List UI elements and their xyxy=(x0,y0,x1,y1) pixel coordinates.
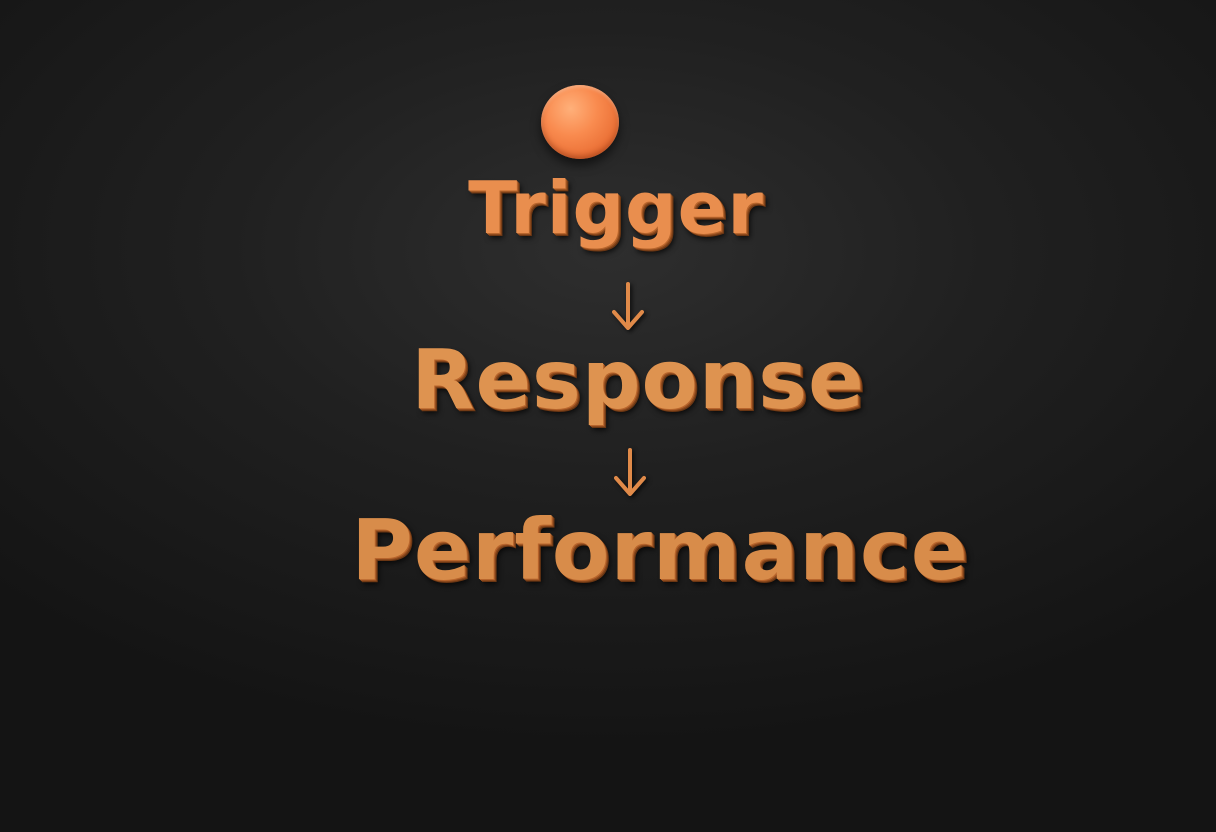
arrow-down-icon xyxy=(608,280,648,336)
node-trigger: Trigger xyxy=(468,166,764,250)
node-response: Response xyxy=(411,333,865,428)
arrow-down-icon xyxy=(610,446,650,502)
node-performance: Performance xyxy=(351,501,969,599)
orange-circle-icon xyxy=(541,85,619,159)
